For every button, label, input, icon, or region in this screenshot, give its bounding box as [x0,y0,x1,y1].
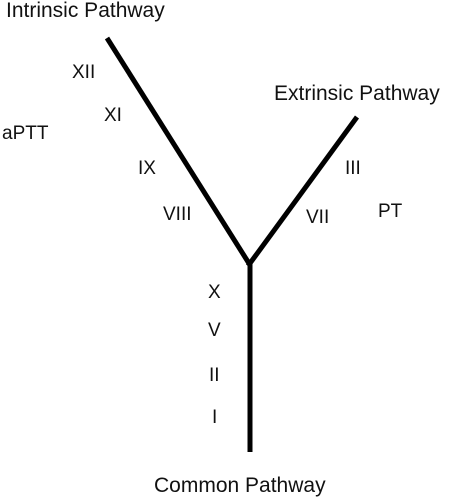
common-pathway-title: Common Pathway [154,474,326,497]
factor-vii: VII [306,207,330,228]
factor-ix: IX [138,158,156,179]
factor-x: X [208,282,221,303]
extrinsic-pathway-title: Extrinsic Pathway [274,82,440,105]
factor-viii: VIII [163,204,192,225]
factor-xii: XII [72,62,96,83]
factor-xi: XI [104,105,122,126]
factor-i: I [212,407,218,428]
intrinsic-pathway-title: Intrinsic Pathway [6,0,165,22]
extrinsic-test-label: PT [378,201,403,222]
extrinsic-pathway-line [245,115,360,268]
factor-ii: II [209,365,220,386]
factor-iii: III [345,158,361,179]
intrinsic-test-label: aPTT [2,123,49,144]
intrinsic-pathway-line [104,36,253,267]
factor-v: V [208,320,221,341]
